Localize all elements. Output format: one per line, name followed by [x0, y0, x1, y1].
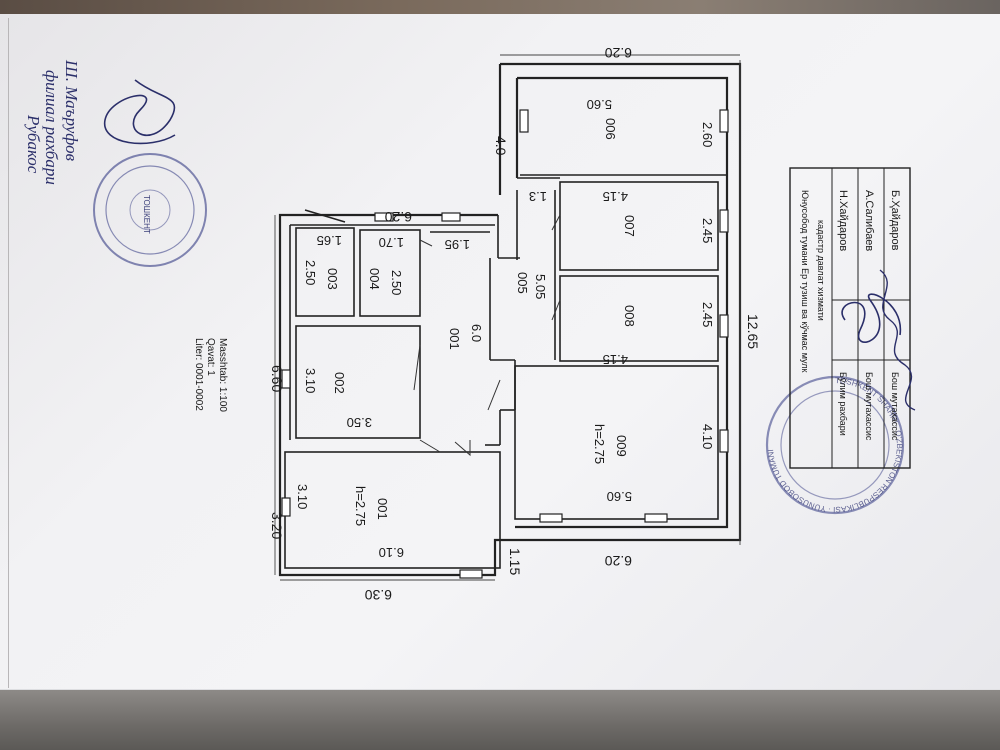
corridor-number: 001: [447, 328, 462, 350]
dim-top-620: 6.20: [605, 45, 632, 61]
room-labels: 5.60 006 2.60 4.15 007 2.45 4.15 008 2.4…: [295, 97, 715, 560]
room-002-number: 002: [332, 372, 347, 394]
room-006-length: 2.60: [700, 122, 715, 147]
room-003-number: 003: [325, 268, 340, 290]
dim-bottom-620: 6.20: [605, 553, 632, 569]
dim-left-320: 3.20: [269, 512, 285, 539]
handwritten-note: Рубакос филиал рахбари Ш. Маъруфов: [24, 59, 81, 185]
room-008-length: 2.45: [700, 302, 715, 327]
room-001-length: 6.10: [379, 545, 404, 560]
stamp-right: TOSHKENT SHAHRI · O'ZBEKISTON RESPUBLIKA…: [765, 375, 905, 515]
room-002-width: 3.10: [303, 368, 318, 393]
table-role-3: Бош мутахассис: [890, 372, 900, 441]
room-007-number: 007: [622, 215, 637, 237]
room-009-width: 5.60: [607, 489, 632, 504]
room-001-width: 3.10: [295, 484, 310, 509]
table-heading-2: кадастр давлат хизмати: [816, 220, 826, 321]
corridor-length: 6.0: [469, 324, 484, 342]
hand-line-2: филиал рахбари: [42, 70, 61, 185]
drawing-header: Liter: 0001-0002 Qavat: 1 Masshtab: 1:10…: [193, 338, 228, 412]
dim-left-660: 6.60: [269, 365, 285, 392]
inner-walls: [284, 174, 727, 569]
room-008-width: 4.15: [603, 352, 628, 367]
dim-bottom-630: 6.30: [365, 587, 392, 603]
signature-table: Юнусобод тумани Ер тузиш ва кўчмас мулк …: [789, 167, 916, 469]
sheet-fold-line: [8, 18, 9, 688]
room-004-length: 1.70: [379, 235, 404, 250]
hand-line-1: Рубакос: [24, 114, 43, 174]
outer-walls: [278, 62, 742, 577]
corridor-195: 1.95: [445, 237, 470, 252]
room-005-number: 005: [515, 272, 530, 294]
stamp-left: ТОШКЕНТ: [93, 153, 207, 267]
window-marks: [281, 109, 729, 579]
room-001-height: h=2.75: [353, 486, 368, 526]
table-name-1: Н.Хайдаров: [837, 190, 849, 251]
room-004-width: 2.50: [389, 270, 404, 295]
dim-mid-620: 6.20: [385, 209, 412, 225]
dim-bottom-1265: 12.65: [745, 314, 761, 349]
handwritten-signature: [104, 79, 176, 145]
room-002-length: 3.50: [347, 415, 372, 430]
table-heading-1: Юнусобод тумани Ер тузиш ва кўчмас мулк: [800, 190, 810, 373]
table-name-3: Б.Ҳайдаров: [889, 190, 901, 251]
qavat-label: Qavat: 1: [205, 338, 216, 376]
room-001-number: 001: [375, 498, 390, 520]
room-007-length: 2.45: [700, 218, 715, 243]
room-003-width: 2.50: [303, 260, 318, 285]
room-006-width: 5.60: [587, 97, 612, 112]
hand-line-3: Ш. Маъруфов: [62, 59, 81, 162]
dim-top-40: 4.0: [493, 136, 509, 156]
dimension-labels: 6.20 4.0 6.20 6.60 3.20 12.65 6.30 1.15 …: [269, 45, 761, 603]
door-swings: [413, 214, 561, 457]
dimension-lines: [274, 54, 741, 581]
room-003-length: 1.65: [317, 233, 342, 248]
room-008-number: 008: [622, 305, 637, 327]
room-009-number: 009: [614, 435, 629, 457]
table-surface: [0, 690, 1000, 750]
room-004-number: 004: [367, 268, 382, 290]
room-007-width: 4.15: [603, 189, 628, 204]
table-role-2: Бош мутахассис: [864, 372, 874, 441]
room-009-length: 4.10: [700, 424, 715, 449]
room-006-number: 006: [603, 118, 618, 140]
masshtab-label: Masshtab: 1:100: [217, 338, 228, 412]
room-005-width: 5.05: [533, 274, 548, 299]
table-name-2: А.Салибаев: [863, 190, 875, 251]
room-009-height: h=2.75: [592, 424, 607, 464]
table-role-1: Бўлим рахбари: [838, 372, 848, 436]
stamp-left-center: ТОШКЕНТ: [142, 195, 151, 234]
liter-label: Liter: 0001-0002: [193, 338, 204, 411]
room-005-corridor: 1.3: [529, 189, 547, 204]
dim-bottom-115: 1.15: [507, 548, 523, 575]
